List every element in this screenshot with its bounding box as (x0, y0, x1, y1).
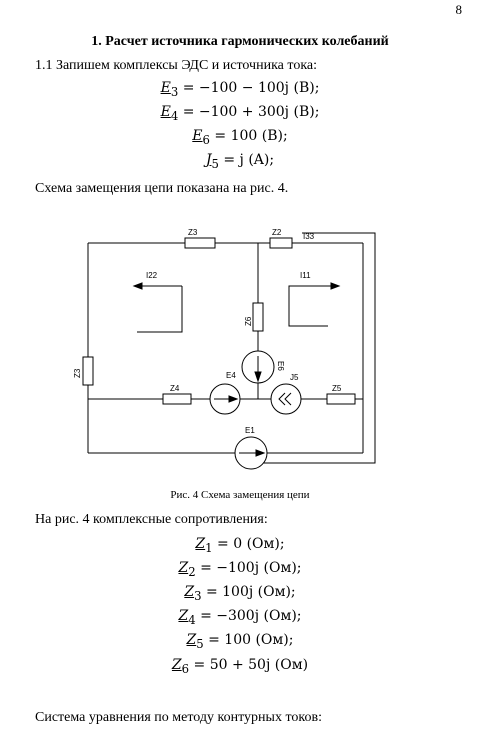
source-j5-chevron (278, 392, 286, 406)
label-i22: I22 (146, 271, 158, 280)
formula-e4: E4 = −100 + 300j (B); (0, 104, 480, 123)
formula-expression: = 100 (Ом); (203, 632, 294, 648)
label-j5: J5 (290, 373, 299, 382)
formula-subscript: 1 (205, 540, 213, 555)
formula-subscript: 2 (188, 564, 196, 579)
formula-subscript: 4 (188, 612, 196, 627)
source-j5-chevron (284, 392, 292, 406)
paragraph-impedances-intro: На рис. 4 комплексные сопротивления: (35, 512, 268, 527)
resistor-z5 (326, 393, 356, 405)
page-number: 8 (455, 2, 463, 17)
label-z3-top: Z3 (188, 228, 198, 237)
formula-expression: = −100j (Ом); (195, 560, 302, 576)
loop-current-i22-arrow (137, 286, 183, 333)
formula-symbol: E (160, 104, 171, 120)
formula-subscript: 5 (211, 156, 219, 171)
formula-subscript: 3 (170, 84, 179, 99)
figure-caption: Рис. 4 Схема замещения цепи (170, 489, 310, 501)
formula-expression: = j (A); (218, 152, 275, 168)
formula-e3: E3 = −100 − 100j (B); (0, 80, 480, 99)
section-heading: 1. Расчет источника гармонических колеба… (91, 34, 389, 49)
formula-symbol: E (192, 128, 203, 144)
resistor-z3-left (82, 356, 94, 386)
formula-z5: Z5 = 100 (Ом); (0, 632, 480, 651)
label-z5: Z5 (332, 384, 342, 393)
loop-current-i33-arrow (258, 232, 376, 464)
resistor-z2 (269, 237, 293, 249)
formula-symbol: Z (186, 632, 197, 648)
label-i11: I11 (300, 271, 311, 280)
formula-symbol: Z (178, 608, 189, 624)
label-z4: Z4 (170, 384, 180, 393)
formula-j5: J5 = j (A); (0, 152, 480, 171)
formula-expression: = −300j (Ом); (195, 608, 302, 624)
paragraph-loop-method: Система уравнения по методу контурных то… (35, 710, 322, 725)
formula-subscript: 5 (196, 636, 204, 651)
label-z3-left: Z3 (73, 368, 82, 378)
arrowhead (330, 282, 341, 290)
label-z6: Z6 (244, 316, 253, 326)
formula-symbol: Z (195, 536, 206, 552)
label-e1: E1 (245, 426, 255, 435)
resistor-z3-top (184, 237, 216, 249)
formula-symbol: Z (184, 584, 195, 600)
formula-subscript: 6 (202, 132, 210, 147)
resistor-z6 (252, 302, 264, 332)
formula-symbol: Z (178, 560, 189, 576)
arrowhead (254, 371, 262, 383)
formula-expression: = −100 + 300j (B); (178, 104, 320, 120)
paragraph-sources-intro: 1.1 Запишем комплексы ЭДС и источника то… (35, 58, 318, 73)
paragraph-scheme-intro: Схема замещения цепи показана на рис. 4. (35, 181, 289, 196)
formula-symbol: J (205, 152, 212, 168)
arrowhead (132, 282, 143, 290)
loop-current-i11-arrow (288, 285, 331, 327)
formula-symbol: E (160, 80, 171, 96)
formula-subscript: 3 (194, 588, 202, 603)
formula-expression: = 0 (Ом); (212, 536, 285, 552)
formula-symbol: Z (171, 657, 182, 673)
arrowhead (228, 395, 239, 403)
formula-expression: = 50 + 50j (Ом) (189, 657, 309, 673)
source-j5 (270, 383, 302, 415)
label-e4: E4 (226, 371, 236, 380)
formula-subscript: 6 (181, 661, 190, 676)
formula-expression: = −100 − 100j (B); (178, 80, 320, 96)
formula-z2: Z2 = −100j (Ом); (0, 560, 480, 579)
formula-z4: Z4 = −300j (Ом); (0, 608, 480, 627)
formula-expression: = 100j (Ом); (201, 584, 296, 600)
formula-subscript: 4 (170, 108, 179, 123)
formula-z6: Z6 = 50 + 50j (Ом) (0, 657, 480, 676)
label-z2: Z2 (272, 228, 282, 237)
formula-expression: = 100 (B); (209, 128, 288, 144)
arrowhead (255, 449, 266, 457)
resistor-z4 (162, 393, 192, 405)
label-i33: I33 (303, 232, 315, 241)
label-e6: E6 (276, 361, 285, 371)
formula-z3: Z3 = 100j (Ом); (0, 584, 480, 603)
formula-e6: E6 = 100 (B); (0, 128, 480, 147)
formula-z1: Z1 = 0 (Ом); (0, 536, 480, 555)
